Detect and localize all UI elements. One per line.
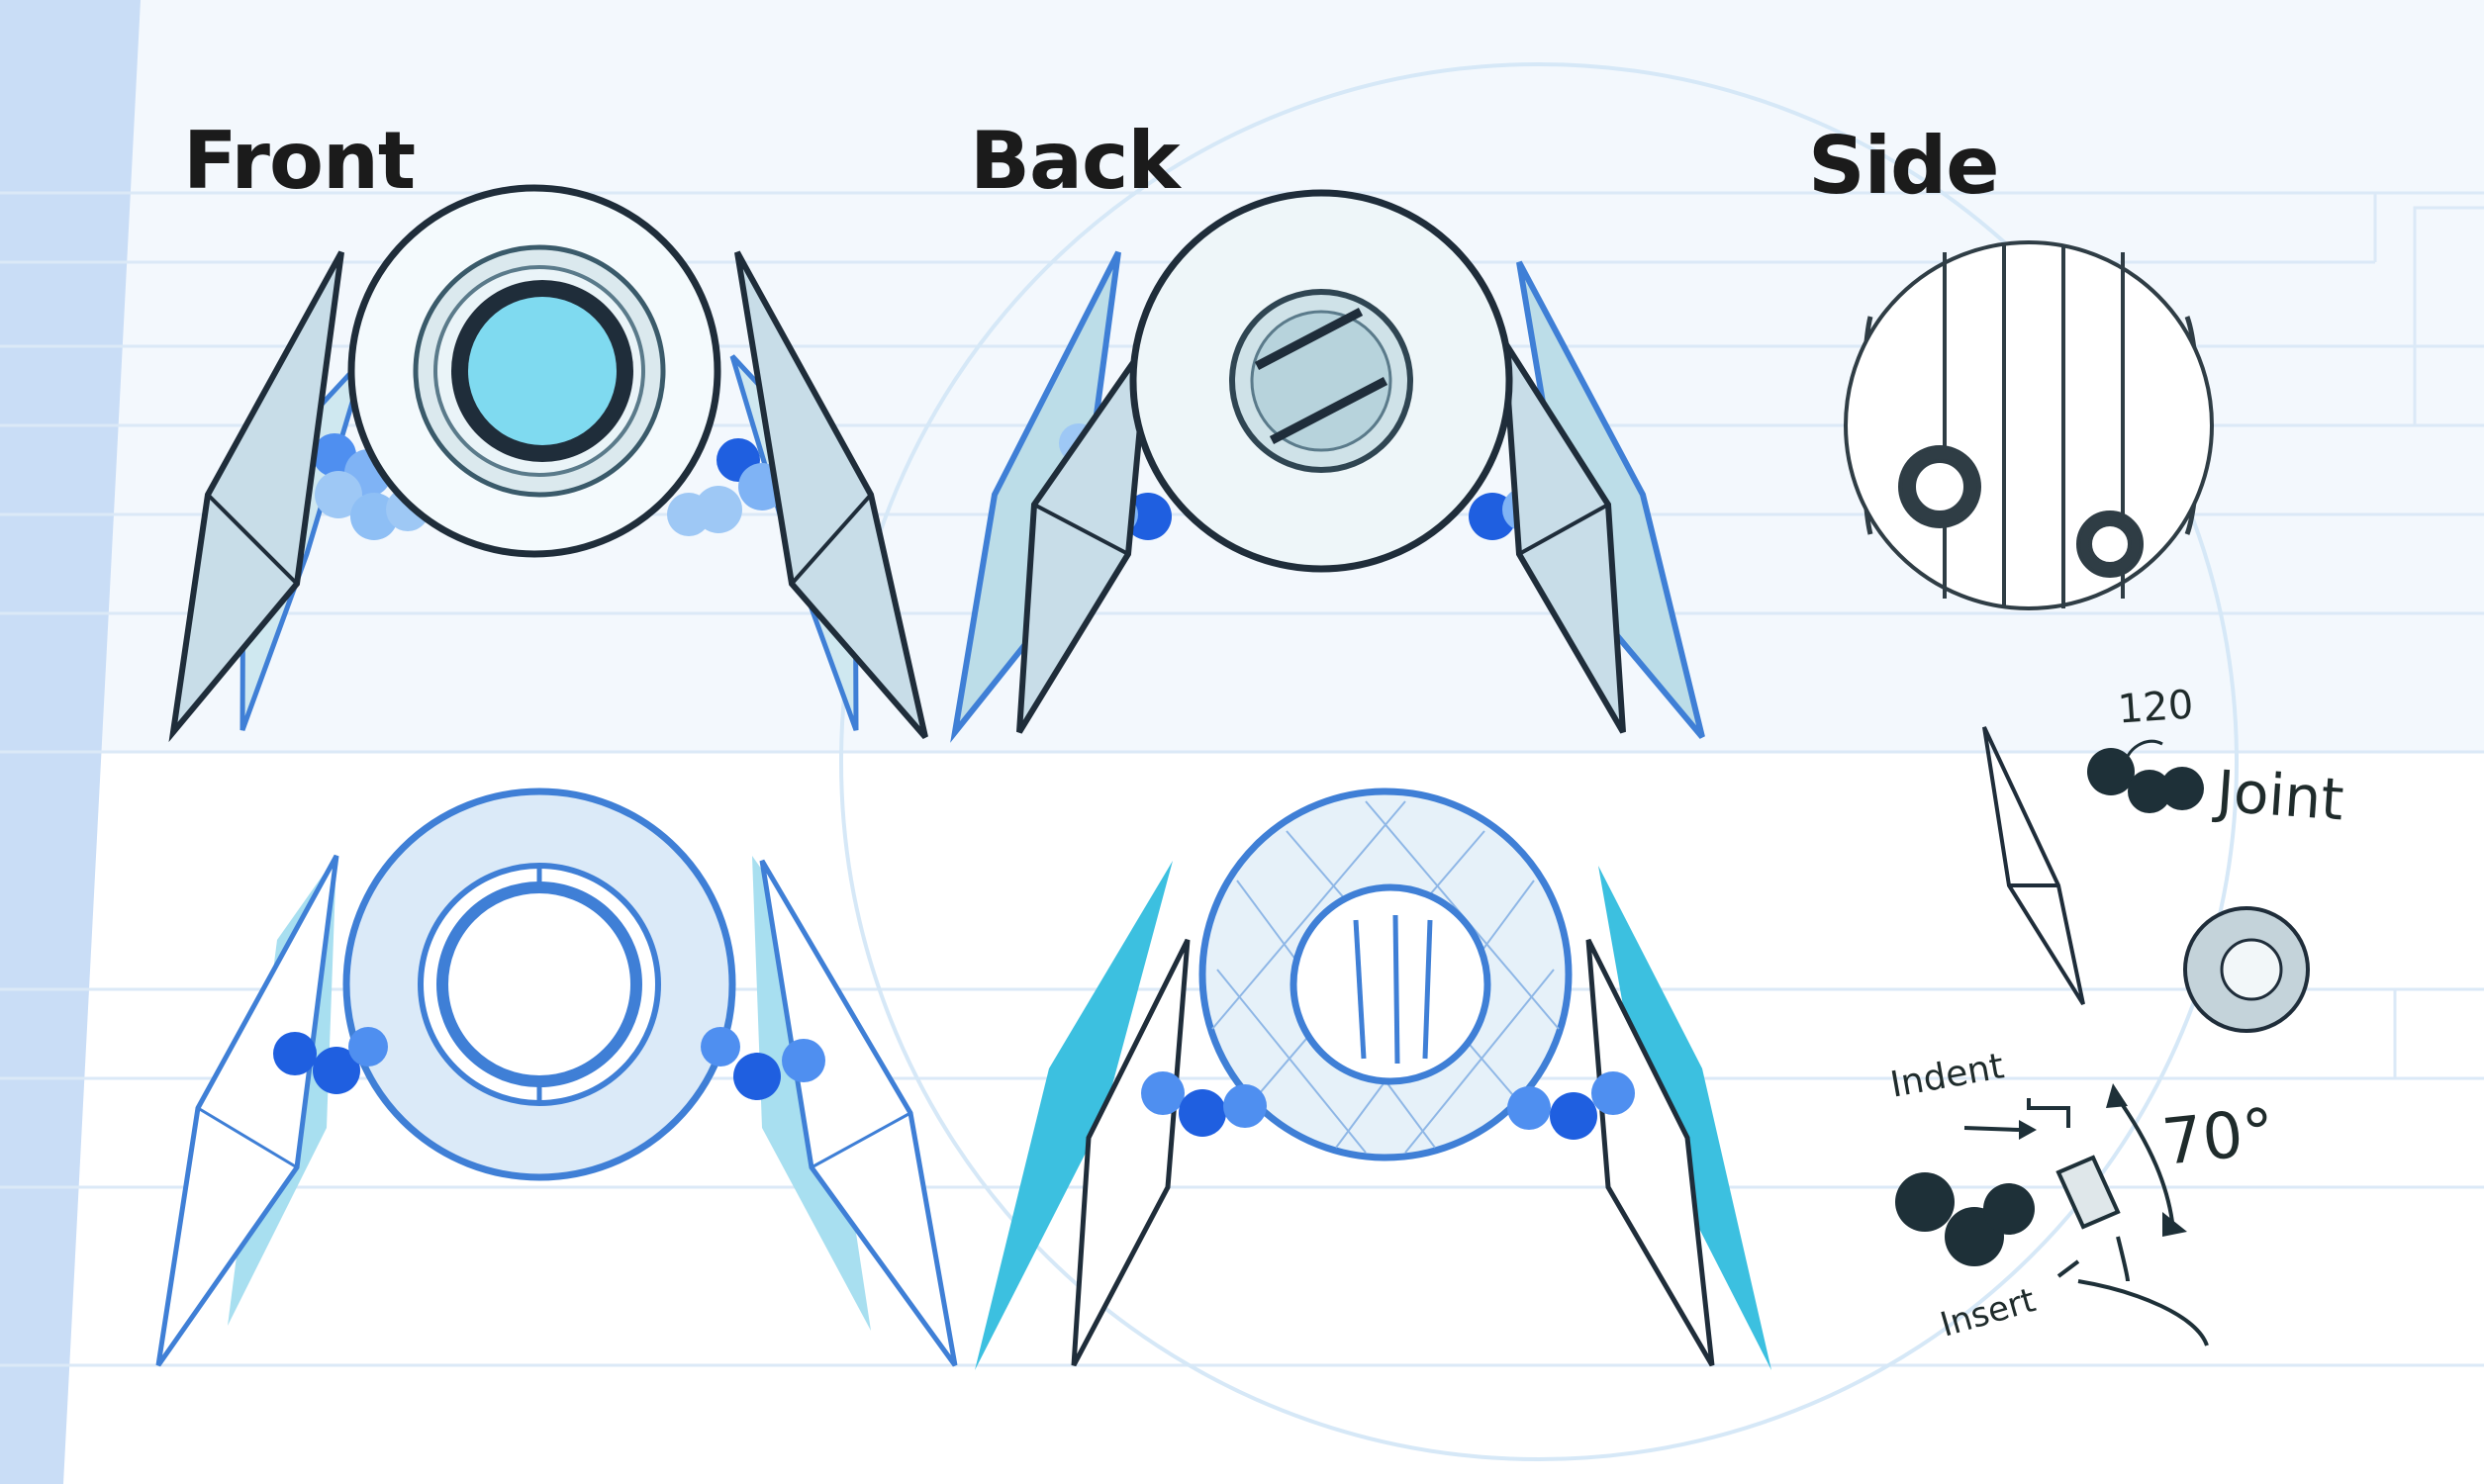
- left-blue-band: [0, 0, 141, 1484]
- fin-detail-sketch: [1982, 726, 2085, 1006]
- front-view-render: [168, 184, 928, 743]
- back-view-lineart: [975, 788, 1771, 1370]
- front-view-lineart: [155, 788, 958, 1367]
- background-circle: [839, 62, 2239, 1461]
- rotation-detail-sketch: [1895, 1083, 2209, 1346]
- annotation-joint: Joint: [2214, 757, 2346, 834]
- view-label-side: Side: [1808, 120, 2000, 212]
- view-label-back: Back: [970, 115, 1181, 207]
- back-view-render: [950, 189, 1705, 743]
- view-label-front: Front: [183, 115, 416, 207]
- joint-detail-sketch: [2087, 739, 2204, 813]
- annotation-joint-angle: 120: [2116, 682, 2195, 733]
- side-view-render: [1844, 240, 2214, 610]
- socket-detail-sketch: [2183, 906, 2310, 1033]
- annotation-rotation-angle: 70°: [2158, 1095, 2278, 1180]
